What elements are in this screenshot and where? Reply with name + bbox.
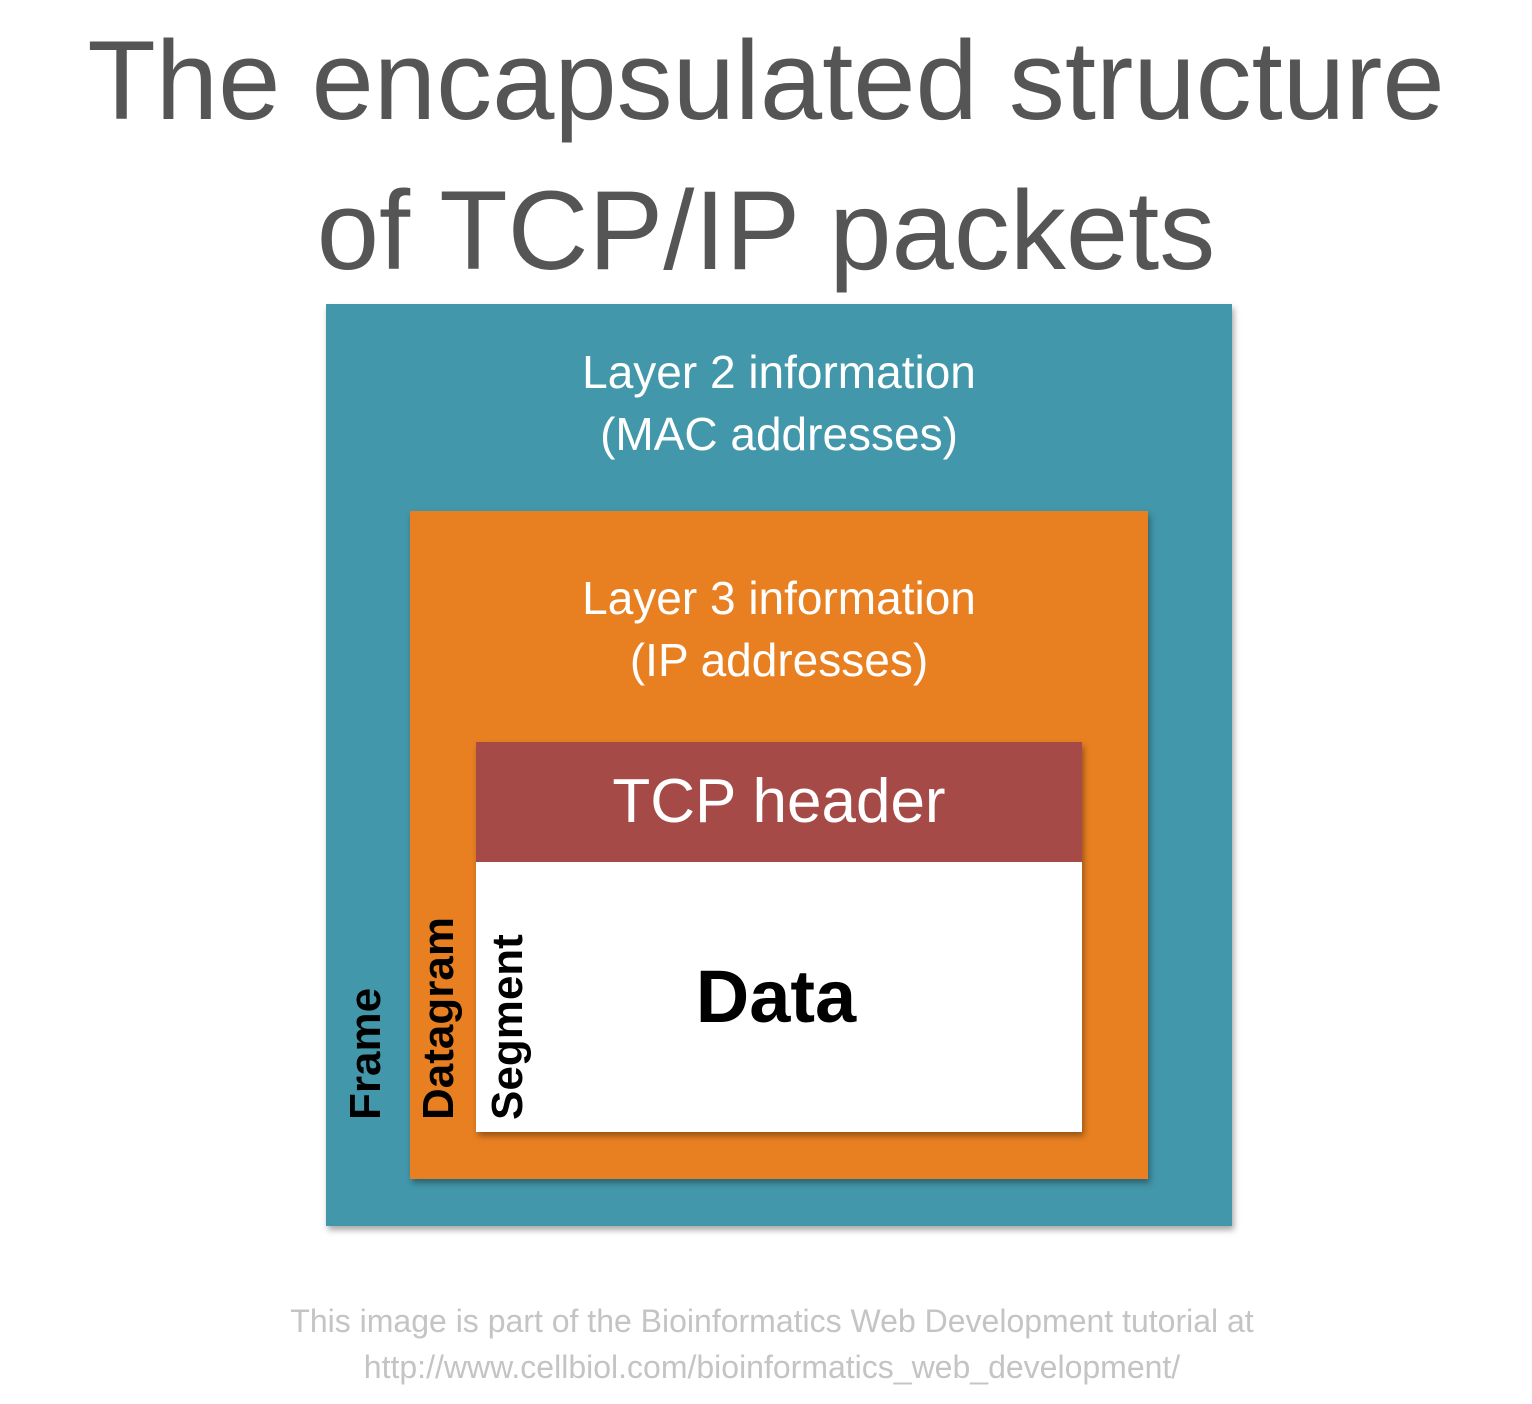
layer2-info: Layer 2 information (MAC addresses) (326, 341, 1232, 465)
datagram-label: Datagram (414, 917, 463, 1120)
layer2-info-line-1: Layer 2 information (582, 346, 976, 398)
caption-line-1: This image is part of the Bioinformatics… (290, 1303, 1254, 1339)
caption-line-2: http://www.cellbiol.com/bioinformatics_w… (363, 1349, 1181, 1385)
layer2-info-line-2: (MAC addresses) (600, 408, 958, 460)
source-caption: This image is part of the Bioinformatics… (0, 1298, 1532, 1390)
segment-label: Segment (483, 934, 532, 1120)
frame-label: Frame (341, 987, 390, 1120)
title-line-2: of TCP/IP packets (316, 168, 1216, 293)
layer3-info-line-1: Layer 3 information (582, 572, 976, 624)
page-title: The encapsulated structure of TCP/IP pac… (0, 6, 1532, 306)
tcp-header: TCP header (476, 742, 1082, 862)
layer3-info-line-2: (IP addresses) (629, 634, 929, 686)
title-line-1: The encapsulated structure (87, 18, 1445, 143)
layer3-info: Layer 3 information (IP addresses) (410, 567, 1148, 691)
data-label: Data (695, 955, 857, 1038)
